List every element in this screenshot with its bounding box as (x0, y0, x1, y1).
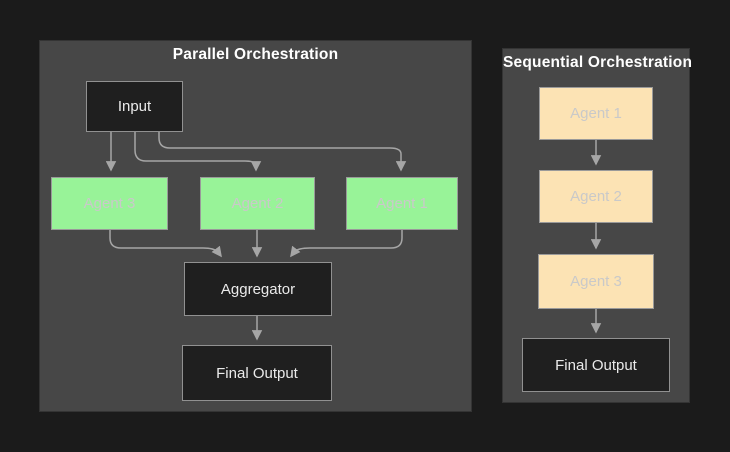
node-agent1-label: Agent 1 (376, 195, 428, 212)
node-seq-agent-2: Agent 2 (539, 170, 653, 223)
parallel-panel-title: Parallel Orchestration (172, 46, 339, 63)
node-agent2-label: Agent 2 (231, 195, 284, 212)
node-aggregator: Aggregator (184, 262, 332, 316)
node-final-output-sequential-label: Final Output (555, 356, 637, 374)
node-seq-agent-1: Agent 1 (539, 87, 653, 140)
node-final-output-sequential: Final Output (522, 338, 670, 392)
node-input: Input (86, 81, 183, 132)
node-aggregator-label: Aggregator (220, 280, 296, 298)
node-seq-agent3-label: Agent 3 (570, 273, 622, 290)
node-agent-2: Agent 2 (200, 177, 315, 230)
node-agent3-label: Agent 3 (83, 195, 136, 212)
node-final-output-parallel: Final Output (182, 345, 332, 401)
sequential-panel-title: Sequential Orchestration (503, 54, 693, 71)
node-seq-agent-3: Agent 3 (538, 254, 654, 309)
node-agent-1: Agent 1 (346, 177, 458, 230)
node-final-output-parallel-label: Final Output (216, 364, 298, 382)
node-seq-agent2-label: Agent 2 (570, 188, 622, 205)
node-input-label: Input (117, 98, 152, 115)
node-seq-agent1-label: Agent 1 (570, 105, 622, 122)
node-agent-3: Agent 3 (51, 177, 168, 230)
